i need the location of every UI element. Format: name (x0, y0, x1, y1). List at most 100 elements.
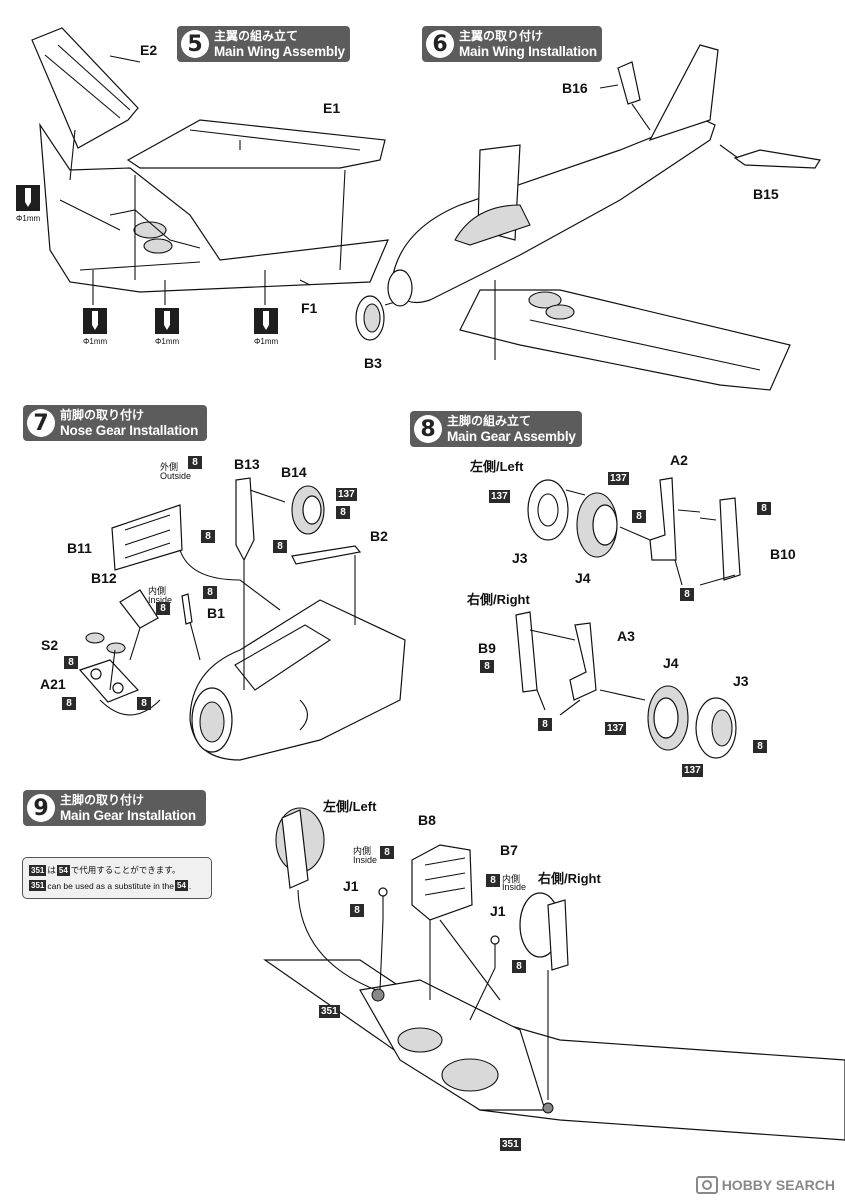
step6-drawing (355, 44, 821, 391)
part-label-j3: J3 (733, 673, 749, 689)
part-label-b2: B2 (370, 528, 388, 544)
right-side-label: 右側/Right (467, 592, 530, 607)
step9-header: 9 主脚の取り付け Main Gear Installation (23, 790, 206, 826)
paint-code-badge: 8 (62, 697, 76, 710)
watermark: HOBBY SEARCH (695, 1176, 835, 1194)
paint-code-badge: 54 (56, 864, 70, 876)
paint-code-badge: 8 (201, 530, 215, 543)
part-label-s2: S2 (41, 637, 59, 653)
part-label-b1: B1 (207, 605, 225, 621)
part-label-b11: B11 (67, 540, 92, 556)
paint-code-badge: 351 (319, 1005, 340, 1018)
step7-number: 7 (27, 409, 55, 437)
watermark-text: HOBBY SEARCH (721, 1177, 835, 1193)
drill-size-label: Φ1mm (254, 337, 279, 346)
outside-label-jp: 外側 (160, 462, 179, 472)
step7-drawing (78, 477, 406, 761)
step8-drawing (515, 477, 741, 759)
inside-label-en: Inside (353, 855, 378, 865)
part-label-b9: B9 (478, 640, 496, 656)
step5-header: 5 主翼の組み立て Main Wing Assembly (177, 26, 350, 62)
paint-code-badge: 8 (350, 904, 364, 917)
drill-size-label: Φ1mm (16, 214, 41, 223)
part-label-b16: B16 (562, 80, 588, 96)
paint-code-badge: 351 (29, 880, 47, 891)
part-label-b12: B12 (91, 570, 117, 586)
left-side-label: 左側/Left (470, 459, 524, 474)
paint-code-badge: 8 (632, 510, 646, 523)
part-label-b3: B3 (364, 355, 382, 371)
left-side-label: 左側/Left (323, 799, 377, 814)
paint-code-badge: 8 (336, 506, 350, 519)
step5-title-en: Main Wing Assembly (214, 44, 345, 59)
step6-title-jp: 主翼の取り付け (459, 29, 544, 43)
part-label-f1: F1 (301, 300, 318, 316)
substitute-note: 351 は 54 で代用することができます。 351 can be used a… (22, 857, 212, 899)
paint-code-badge: 137 (608, 472, 629, 485)
paint-code-badge: 8 (512, 960, 526, 973)
step9-drawing (263, 807, 845, 1141)
paint-code-badge: 351 (29, 864, 47, 876)
inside-label-jp: 内側 (353, 846, 372, 856)
drill-icon (254, 308, 278, 334)
drill-size-label: Φ1mm (155, 337, 180, 346)
note-text: で代用することができます。 (70, 865, 181, 875)
part-label-j4: J4 (663, 655, 679, 671)
step7-title-jp: 前脚の取り付け (60, 408, 145, 422)
step6-number: 6 (426, 30, 454, 58)
part-label-e2: E2 (140, 42, 158, 58)
paint-code-badge: 8 (156, 602, 170, 615)
part-label-j3: J3 (512, 550, 528, 566)
part-label-b7: B7 (500, 842, 518, 858)
part-label-b13: B13 (234, 456, 260, 472)
step5-drawing (31, 27, 389, 305)
paint-code-badge: 137 (336, 488, 357, 501)
step9-number: 9 (27, 794, 55, 822)
note-text: can be used as a substitute in the (47, 880, 175, 891)
paint-code-badge: 8 (137, 697, 151, 710)
hobby-search-logo-icon (695, 1176, 718, 1194)
paint-code-badge: 351 (500, 1138, 521, 1151)
step9-title-jp: 主脚の取り付け (60, 793, 145, 807)
part-label-b15: B15 (753, 186, 779, 202)
step8-header: 8 主脚の組み立て Main Gear Assembly (410, 411, 582, 447)
outside-label-en: Outside (160, 471, 192, 481)
part-label-a3: A3 (617, 628, 635, 644)
step7-title-en: Nose Gear Installation (60, 423, 199, 438)
paint-code-badge: 8 (480, 660, 494, 673)
step6-header: 6 主翼の取り付け Main Wing Installation (422, 26, 602, 62)
part-label-b8: B8 (418, 812, 436, 828)
part-label-e1: E1 (323, 100, 341, 116)
drill-size-label: Φ1mm (83, 337, 108, 346)
step5-title-jp: 主翼の組み立て (214, 29, 299, 43)
part-label-b10: B10 (770, 546, 796, 562)
paint-code-badge: 8 (538, 718, 552, 731)
step8-title-en: Main Gear Assembly (447, 429, 576, 444)
paint-code-badge: 137 (605, 722, 626, 735)
paint-code-badge: 8 (188, 456, 202, 469)
note-text: は (47, 865, 56, 875)
part-label-b14: B14 (281, 464, 307, 480)
step9-title-en: Main Gear Installation (60, 808, 196, 823)
part-label-j4: J4 (575, 570, 591, 586)
paint-code-badge: 8 (64, 656, 78, 669)
part-label-a21: A21 (40, 676, 66, 692)
paint-code-badge: 8 (680, 588, 694, 601)
paint-code-badge: 8 (486, 874, 500, 887)
step5-number: 5 (181, 30, 209, 58)
inside-label-jp: 内側 (502, 874, 521, 884)
step8-number: 8 (414, 415, 442, 443)
note-text: . (188, 880, 192, 891)
step6-title-en: Main Wing Installation (459, 44, 597, 59)
part-label-j1: J1 (343, 878, 359, 894)
part-label-a2: A2 (670, 452, 688, 468)
part-label-j1: J1 (490, 903, 506, 919)
paint-code-badge: 8 (380, 846, 394, 859)
paint-code-badge: 8 (757, 502, 771, 515)
drill-icon (155, 308, 179, 334)
paint-code-badge: 137 (489, 490, 510, 503)
step8-title-jp: 主脚の組み立て (447, 414, 532, 428)
paint-code-badge: 8 (753, 740, 767, 753)
paint-code-badge: 137 (682, 764, 703, 777)
